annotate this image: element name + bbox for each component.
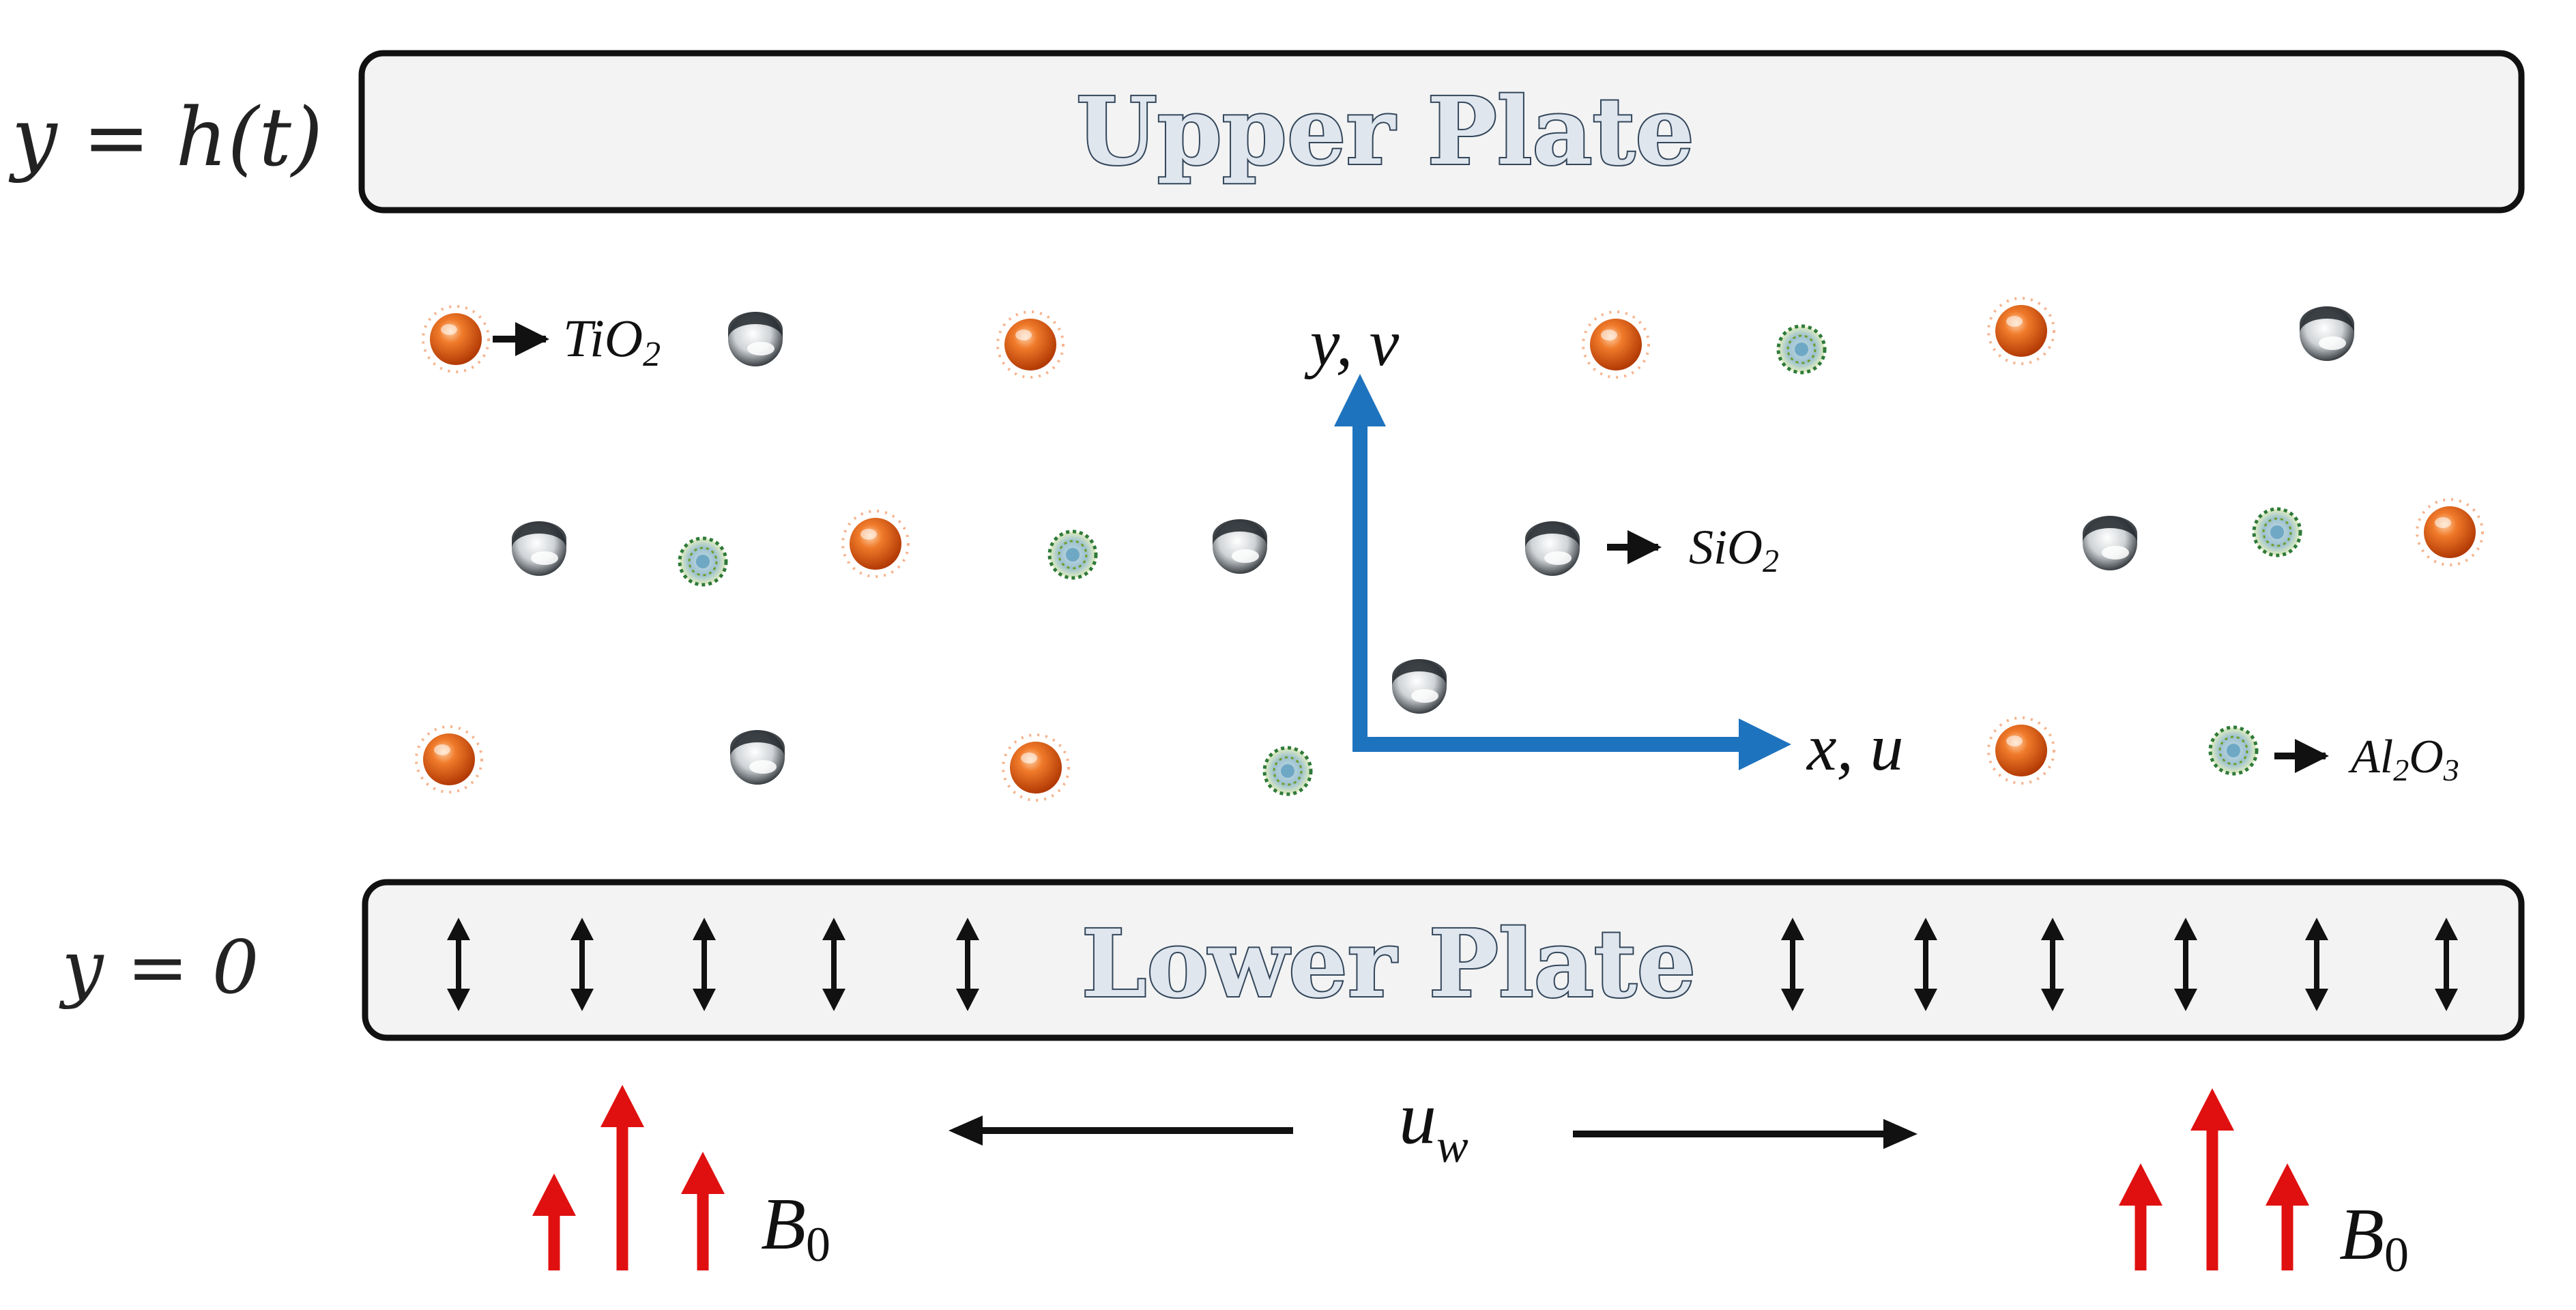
y-axis-arrowhead-icon	[1334, 374, 1386, 426]
double-arrow-icon	[2174, 918, 2197, 1011]
right-arrowhead-icon	[1883, 1119, 1917, 1149]
wall-velocity-label: uw	[1399, 1076, 1468, 1173]
double-arrow-icon	[1914, 918, 1937, 1011]
double-arrow-icon	[447, 918, 470, 1011]
lower-plate-title: Lower Plate	[1082, 909, 1696, 1019]
y-axis-label: y, v	[1304, 306, 1400, 380]
sio2-particle-icon	[512, 521, 566, 576]
upper-plate-title: Upper Plate	[1076, 77, 1694, 186]
al2o3-particle-icon	[678, 536, 728, 587]
tio2-particle-icon	[996, 310, 1065, 379]
magnetic-field-arrows	[532, 1085, 2309, 1270]
tio2-particle-icon	[1987, 297, 2055, 365]
double-arrow-icon	[2041, 918, 2064, 1011]
sio2-particle-icon	[728, 312, 783, 366]
tio2-particle-icon	[2416, 498, 2484, 566]
magnetic-field-arrow-icon	[2190, 1088, 2234, 1270]
lower-plate	[362, 879, 2525, 1041]
double-arrow-icon	[1781, 918, 1804, 1011]
tio2-particle-icon	[415, 725, 483, 794]
left-arrowhead-icon	[949, 1116, 983, 1146]
sio2-particle-icon	[2083, 516, 2137, 570]
magnetic-field-arrow-icon	[532, 1174, 576, 1270]
al2o3-particle-icon	[2252, 507, 2302, 557]
tio2-label: TiO2	[563, 308, 661, 374]
nanoparticles	[415, 297, 2484, 802]
sio2-particle-icon	[1525, 521, 1580, 576]
tio2-particle-icon	[1987, 716, 2055, 785]
lower-boundary-label: y = 0	[59, 925, 259, 1010]
upper-plate	[358, 50, 2525, 214]
sio2-particle-icon	[730, 730, 785, 785]
magnetic-field-arrow-icon	[681, 1152, 725, 1270]
wall-velocity: uw	[949, 1076, 1917, 1173]
double-arrow-icon	[2435, 918, 2458, 1011]
tio2-particle-icon	[841, 510, 910, 578]
al2o3-particle-icon	[1776, 324, 1827, 375]
sio2-particle-icon	[2300, 306, 2354, 361]
double-arrow-icon	[2305, 918, 2328, 1011]
al2o3-label: Al2O3	[2348, 731, 2459, 787]
tio2-particle-icon	[1002, 733, 1070, 802]
sio2-particle-icon	[1213, 519, 1267, 574]
al2o3-particle-icon	[1047, 529, 1098, 580]
stretching-arrows	[447, 918, 2458, 1011]
double-arrow-icon	[570, 918, 594, 1011]
magnetic-field-arrow-icon	[600, 1085, 644, 1270]
al2o3-particle-icon	[2208, 725, 2259, 776]
al2o3-particle-icon	[1262, 746, 1313, 796]
x-axis-arrowhead-icon	[1739, 718, 1791, 770]
coordinate-axes: y, v x, u	[1304, 306, 1904, 785]
double-arrow-icon	[822, 918, 845, 1011]
sio2-label: SiO2	[1689, 520, 1779, 579]
double-arrow-icon	[693, 918, 716, 1011]
tio2-particle-icon	[422, 305, 490, 373]
upper-boundary-label: y = h(t)	[8, 90, 323, 184]
tio2-particle-icon	[1582, 310, 1650, 379]
x-axis-label: x, u	[1806, 711, 1904, 785]
magnetic-field-arrow-icon	[2119, 1163, 2162, 1270]
magnetic-field-arrow-icon	[2266, 1163, 2309, 1270]
sio2-particle-icon	[1392, 659, 1447, 714]
magnetic-field-label-left: B0	[761, 1184, 830, 1272]
double-arrow-icon	[956, 918, 979, 1011]
magnetic-field-label-right: B0	[2339, 1194, 2409, 1282]
